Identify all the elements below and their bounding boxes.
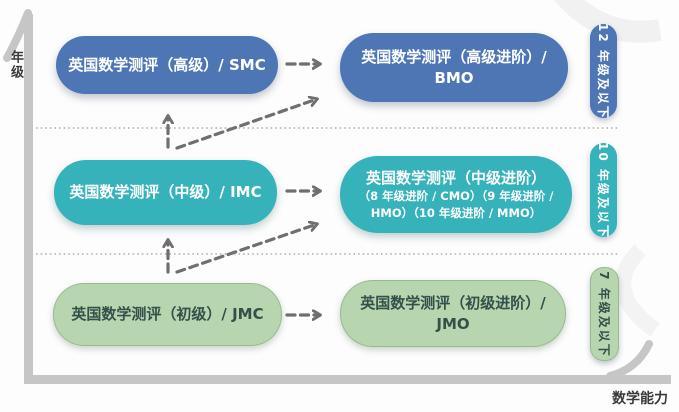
box-imc: 英国数学测评（中级）/ IMC bbox=[54, 160, 277, 225]
box-jmc: 英国数学测评（初级）/ JMC bbox=[53, 283, 282, 346]
box-imc-label: 英国数学测评（中级）/ IMC bbox=[69, 183, 262, 202]
box-bmo-line1: 英国数学测评（高级进阶）/ bbox=[361, 48, 547, 67]
box-intermediate-followup-sub1: （8 年级进阶 / CMO）（9 年级进阶 / bbox=[358, 188, 554, 203]
x-axis-label: 数学能力 bbox=[612, 391, 668, 407]
box-bmo: 英国数学测评（高级进阶）/ BMO bbox=[340, 33, 568, 102]
grade-pill-12-label: 12 年级及以下 bbox=[596, 22, 611, 120]
box-intermediate-followup-sub2: HMO）（10 年级进阶 / MMO） bbox=[370, 205, 542, 220]
arrow-imc-to-bmo bbox=[175, 99, 317, 150]
box-intermediate-followup-title: 英国数学测评（中级进阶） bbox=[365, 168, 546, 187]
grade-pill-10: 10 年级及以下 bbox=[590, 141, 617, 239]
box-jmc-label: 英国数学测评（初级）/ JMC bbox=[71, 305, 264, 324]
arrow-jmc-to-intermediate-followup bbox=[175, 224, 317, 274]
box-smc-label: 英国数学测评（高级）/ SMC bbox=[68, 55, 266, 74]
box-smc: 英国数学测评（高级）/ SMC bbox=[56, 36, 278, 94]
grade-pill-12: 12 年级及以下 bbox=[590, 22, 617, 120]
grade-pill-7-label: 7 年级及以下 bbox=[597, 270, 611, 358]
grade-pill-10-label: 10 年级及以下 bbox=[596, 141, 611, 239]
box-intermediate-followup: 英国数学测评（中级进阶） （8 年级进阶 / CMO）（9 年级进阶 / HMO… bbox=[340, 156, 572, 233]
box-bmo-line2: BMO bbox=[434, 68, 474, 87]
x-axis-arrow-flick bbox=[606, 340, 653, 380]
box-jmo: 英国数学测评（初级进阶）/ JMO bbox=[340, 280, 566, 347]
box-jmo-line2: JMO bbox=[436, 314, 470, 333]
grade-pill-7: 7 年级及以下 bbox=[590, 267, 619, 361]
watermark-swirl-right bbox=[615, 244, 660, 337]
y-axis-label: 年级 bbox=[8, 50, 23, 80]
y-axis-arrow-flick bbox=[3, 9, 32, 62]
box-jmo-line1: 英国数学测评（初级进阶）/ bbox=[360, 294, 546, 313]
